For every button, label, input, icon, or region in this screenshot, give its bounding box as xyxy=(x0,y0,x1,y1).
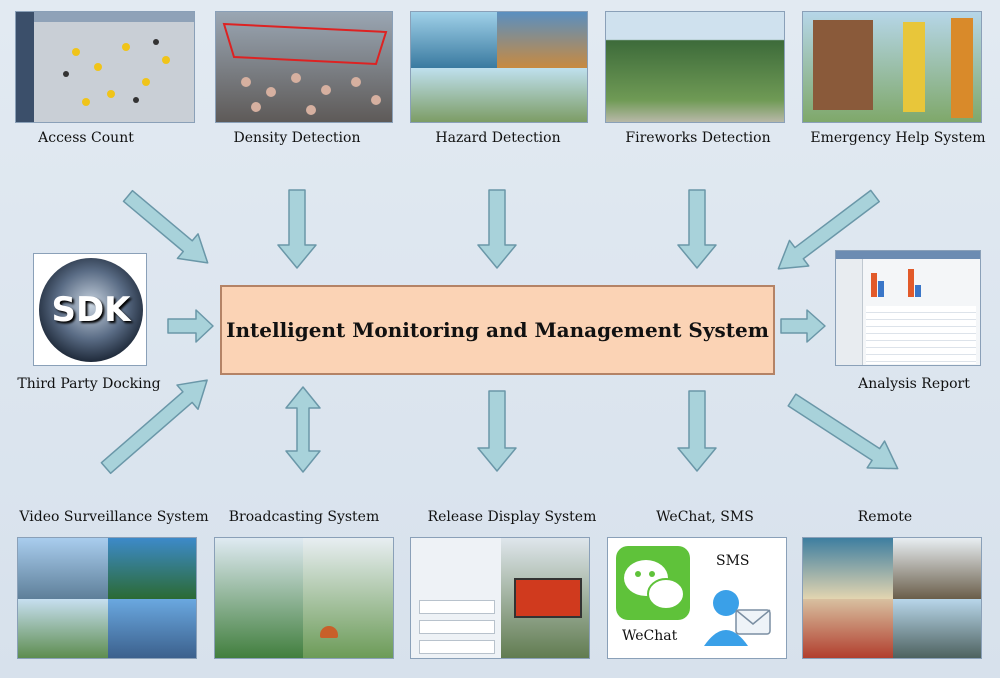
sms-contact-icon xyxy=(704,590,771,646)
density-detection-label: Density Detection xyxy=(233,130,361,146)
arrow-center-to-wechat xyxy=(677,390,717,472)
arrow-fireworks-to-center xyxy=(677,189,717,269)
remote-image xyxy=(802,537,982,659)
emergency-help-image xyxy=(802,11,982,123)
arrow-broadcasting-bidirectional xyxy=(285,386,321,473)
release-display-image xyxy=(410,537,590,659)
analysis-report-image xyxy=(835,250,981,366)
hazard-detection-label: Hazard Detection xyxy=(435,130,561,146)
emergency-help-label: Emergency Help System xyxy=(810,130,986,146)
video-surveillance-image xyxy=(17,537,197,659)
third-party-docking-label: Third Party Docking xyxy=(17,376,161,392)
analysis-report-label: Analysis Report xyxy=(858,376,970,392)
release-display-label: Release Display System xyxy=(427,509,597,525)
arrow-emergency-to-center xyxy=(777,189,880,270)
density-detection-image xyxy=(215,11,393,123)
central-system-title: Intelligent Monitoring and Management Sy… xyxy=(226,318,769,342)
arrow-sdk-to-center xyxy=(167,309,214,343)
wechat-icon xyxy=(616,546,690,620)
fireworks-detection-label: Fireworks Detection xyxy=(625,130,771,146)
arrow-access-count-to-center xyxy=(122,189,209,264)
broadcasting-system-label: Broadcasting System xyxy=(228,509,380,525)
remote-label: Remote xyxy=(857,509,913,525)
sdk-image: SDK xyxy=(33,253,147,366)
arrow-hazard-to-center xyxy=(477,189,517,269)
broadcasting-system-image xyxy=(214,537,394,659)
sdk-text: SDK xyxy=(51,290,131,330)
arrow-center-to-remote xyxy=(787,393,899,470)
sms-label: SMS xyxy=(716,553,750,569)
central-system-box: Intelligent Monitoring and Management Sy… xyxy=(220,285,775,375)
arrow-center-to-display xyxy=(477,390,517,472)
wechat-icon-label: WeChat xyxy=(622,628,678,644)
arrow-video-to-center xyxy=(100,379,208,475)
arrow-density-to-center xyxy=(277,189,317,269)
fireworks-detection-image xyxy=(605,11,785,123)
hazard-detection-image xyxy=(410,11,588,123)
video-surveillance-label: Video Surveillance System xyxy=(19,509,209,525)
sdk-globe-icon xyxy=(39,258,143,362)
wechat-sms-image: SMS WeChat xyxy=(607,537,787,659)
wechat-sms-label: WeChat, SMS xyxy=(656,509,754,525)
access-count-image xyxy=(15,11,195,123)
arrow-center-to-report xyxy=(780,309,826,343)
access-count-label: Access Count xyxy=(38,130,134,146)
